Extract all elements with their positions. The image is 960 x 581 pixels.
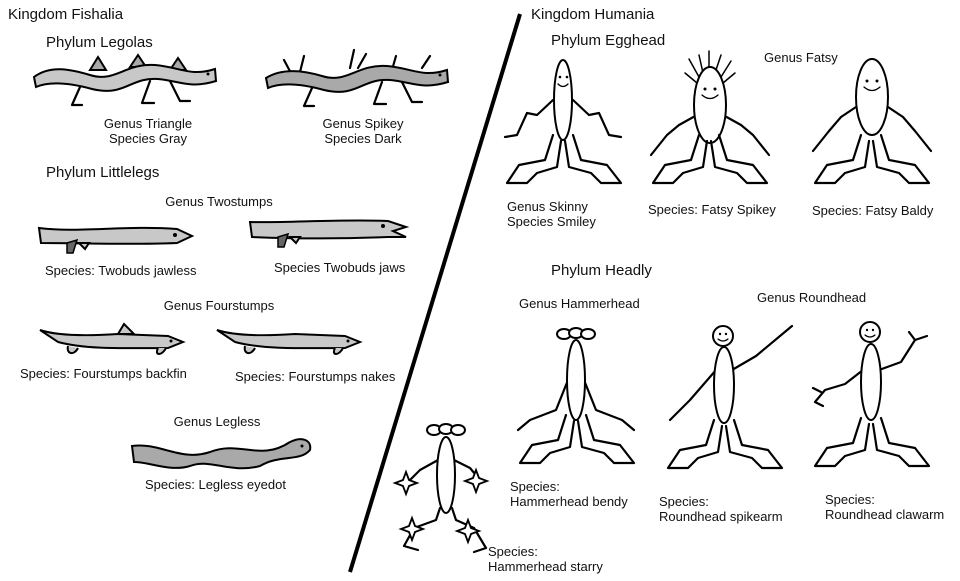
kingdom-humania-title: Kingdom Humania bbox=[531, 6, 655, 23]
twobuds-jaws-fish bbox=[248, 219, 410, 248]
species-legless-eyedot-label: Species: Legless eyedot bbox=[145, 477, 286, 492]
genus-twostumps-label: Genus Twostumps bbox=[165, 194, 273, 209]
legless-eyedot-creature bbox=[130, 438, 312, 470]
species-prefix-label: Species: bbox=[659, 494, 709, 509]
species-hammerhead-bendy-label: Hammerhead bendy bbox=[510, 494, 628, 509]
hammerhead-bendy-figure bbox=[516, 327, 636, 465]
genus-skinny-label: Genus Skinny bbox=[507, 199, 588, 214]
phylum-littlelegs-title: Phylum Littlelegs bbox=[46, 164, 160, 181]
species-roundhead-clawarm-label: Roundhead clawarm bbox=[825, 507, 945, 522]
fatsy-spikey-figure bbox=[649, 50, 771, 185]
species-fatsy-spikey-label: Species: Fatsy Spikey bbox=[648, 202, 776, 217]
roundhead-clawarm-figure bbox=[811, 321, 931, 468]
species-gray-label: Species Gray bbox=[108, 131, 188, 146]
phylum-headly-title: Phylum Headly bbox=[551, 262, 652, 279]
genus-fourstumps-label: Genus Fourstumps bbox=[163, 298, 275, 313]
species-prefix-label: Species: bbox=[488, 544, 538, 559]
skinny-smiley-figure bbox=[503, 59, 623, 185]
genus-spikey-label: Genus Spikey bbox=[322, 116, 404, 131]
species-fourstumps-backfin-label: Species: Fourstumps backfin bbox=[20, 366, 187, 381]
phylum-legolas-title: Phylum Legolas bbox=[46, 34, 153, 51]
species-fourstumps-nakes-label: Species: Fourstumps nakes bbox=[235, 369, 396, 384]
genus-hammerhead-label: Genus Hammerhead bbox=[519, 296, 640, 311]
species-twobuds-jaws-label: Species Twobuds jaws bbox=[274, 260, 406, 275]
legolas-triangle-creature bbox=[32, 53, 218, 107]
hammerhead-starry-figure bbox=[392, 423, 490, 554]
twobuds-jawless-fish bbox=[37, 226, 195, 254]
species-twobuds-jawless-label: Species: Twobuds jawless bbox=[45, 263, 197, 278]
species-fatsy-baldy-label: Species: Fatsy Baldy bbox=[812, 203, 934, 218]
kingdom-fishalia-title: Kingdom Fishalia bbox=[8, 6, 124, 23]
species-prefix-label: Species: bbox=[510, 479, 560, 494]
genus-roundhead-label: Genus Roundhead bbox=[757, 290, 867, 305]
species-prefix-label: Species: bbox=[825, 492, 875, 507]
roundhead-spikearm-figure bbox=[666, 324, 794, 470]
fourstumps-nakes-fish bbox=[216, 329, 363, 355]
genus-triangle-label: Genus Triangle bbox=[103, 116, 193, 131]
genus-fatsy-label: Genus Fatsy bbox=[764, 50, 838, 65]
legolas-spikey-creature bbox=[264, 48, 450, 108]
fourstumps-backfin-fish bbox=[39, 322, 186, 355]
species-smiley-label: Species Smiley bbox=[507, 214, 596, 229]
fatsy-baldy-figure bbox=[811, 58, 933, 185]
species-roundhead-spikearm-label: Roundhead spikearm bbox=[659, 509, 783, 524]
phylum-egghead-title: Phylum Egghead bbox=[551, 32, 666, 49]
genus-legless-label: Genus Legless bbox=[173, 414, 261, 429]
species-hammerhead-starry-label: Hammerhead starry bbox=[488, 559, 603, 574]
species-dark-label: Species Dark bbox=[324, 131, 402, 146]
